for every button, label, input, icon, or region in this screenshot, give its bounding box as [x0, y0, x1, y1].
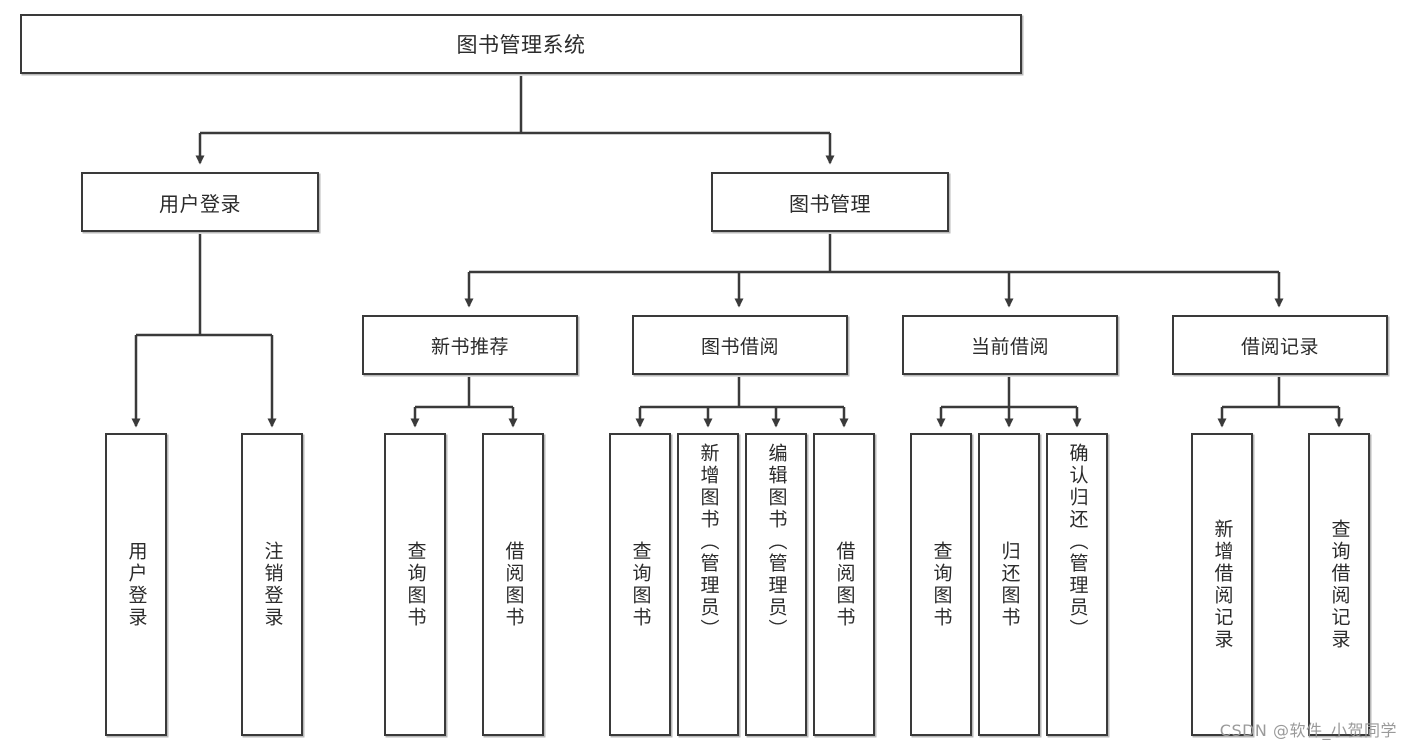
node-new-book-recommendation[interactable]: 新书推荐 — [362, 315, 578, 375]
node-label: 新增借阅记录 — [1211, 518, 1234, 651]
node-user-login[interactable]: 用户登录 — [81, 172, 319, 232]
csdn-watermark: CSDN @软件_小贺同学 — [1219, 721, 1397, 740]
leaf-add-book-admin[interactable]: 新增图书（管理员） — [677, 433, 739, 736]
node-label: 当前借阅 — [970, 335, 1049, 358]
leaf-borrow-books[interactable]: 借阅图书 — [813, 433, 875, 736]
leaf-return-books[interactable]: 归还图书 — [978, 433, 1040, 736]
node-label: 确认归还（管理员） — [1066, 443, 1089, 641]
leaf-logout-login[interactable]: 注销登录 — [241, 433, 303, 736]
leaf-query-books-current[interactable]: 查询图书 — [910, 433, 972, 736]
node-current-borrowing[interactable]: 当前借阅 — [902, 315, 1118, 375]
node-borrowing-record[interactable]: 借阅记录 — [1172, 315, 1388, 375]
leaf-query-books-recommend[interactable]: 查询图书 — [384, 433, 446, 736]
leaf-query-borrow-record[interactable]: 查询借阅记录 — [1308, 433, 1370, 736]
node-book-borrowing[interactable]: 图书借阅 — [632, 315, 848, 375]
node-label: 查询图书 — [629, 540, 652, 629]
node-label: 归还图书 — [998, 540, 1021, 629]
node-label: 查询图书 — [930, 540, 953, 629]
node-label: 编辑图书（管理员） — [765, 443, 788, 641]
node-label: 图书管理 — [789, 191, 871, 216]
leaf-query-books-borrow[interactable]: 查询图书 — [609, 433, 671, 736]
node-label: 新书推荐 — [430, 335, 509, 358]
node-label: 借阅图书 — [833, 540, 856, 629]
node-label: 新增图书（管理员） — [697, 443, 720, 641]
leaf-user-login[interactable]: 用户登录 — [105, 433, 167, 736]
leaf-edit-book-admin[interactable]: 编辑图书（管理员） — [745, 433, 807, 736]
node-label: 用户登录 — [125, 540, 148, 629]
leaf-add-borrow-record[interactable]: 新增借阅记录 — [1191, 433, 1253, 736]
node-label: 查询借阅记录 — [1328, 518, 1351, 651]
leaf-borrow-books-recommend[interactable]: 借阅图书 — [482, 433, 544, 736]
node-book-management[interactable]: 图书管理 — [711, 172, 949, 232]
node-label: 借阅记录 — [1240, 335, 1319, 358]
node-label: 查询图书 — [404, 540, 427, 629]
leaf-confirm-return-admin[interactable]: 确认归还（管理员） — [1046, 433, 1108, 736]
node-label: 图书借阅 — [700, 335, 779, 358]
node-label: 借阅图书 — [502, 540, 525, 629]
node-label: 注销登录 — [261, 540, 284, 629]
node-label: 图书管理系统 — [456, 33, 586, 57]
node-root-book-management-system[interactable]: 图书管理系统 — [20, 14, 1022, 74]
node-label: 用户登录 — [159, 191, 241, 216]
